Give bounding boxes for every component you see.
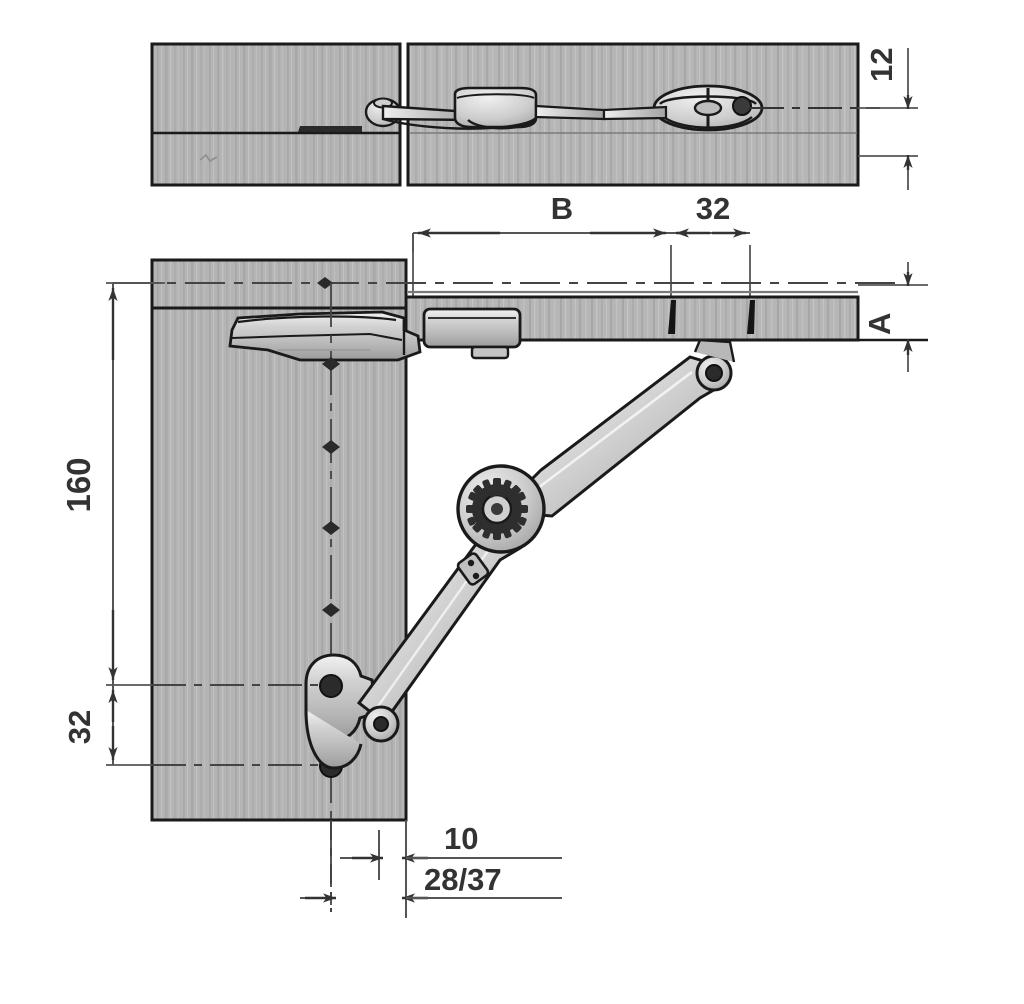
dimension-chain-left: 160 32 <box>60 282 170 766</box>
serrated-gear <box>466 478 528 540</box>
dimension-label-a: A <box>862 313 897 335</box>
dimension-label-32-left: 32 <box>62 710 97 744</box>
dimension-chain-bottom: 10 28/37 <box>300 820 562 918</box>
dimension-label-10: 10 <box>444 821 478 856</box>
hinge-cup-block <box>422 307 522 360</box>
friction-gear-knuckle <box>456 464 546 554</box>
lower-stay-arm <box>356 522 522 743</box>
dimension-a: A <box>858 262 928 372</box>
top-view-left-panel <box>150 42 402 187</box>
dimension-label-12: 12 <box>864 48 899 82</box>
top-section-view: 12 <box>150 42 918 190</box>
dimension-chain-top: B 32 <box>412 191 751 300</box>
hinge-mounting-plate-upper <box>228 310 422 362</box>
upper-stay-arm <box>517 338 736 518</box>
dimension-label-b: B <box>551 191 573 226</box>
front-view-top-centreline <box>118 277 900 289</box>
front-elevation-view: B 32 <box>60 191 928 918</box>
dimension-label-28-37: 28/37 <box>424 862 502 897</box>
dimension-label-32-top: 32 <box>696 191 730 226</box>
top-view-pivot-boss <box>602 84 764 132</box>
dimension-12: 12 <box>858 48 918 190</box>
front-view-lower-centrelines <box>152 684 318 766</box>
dimension-label-160: 160 <box>60 457 97 512</box>
